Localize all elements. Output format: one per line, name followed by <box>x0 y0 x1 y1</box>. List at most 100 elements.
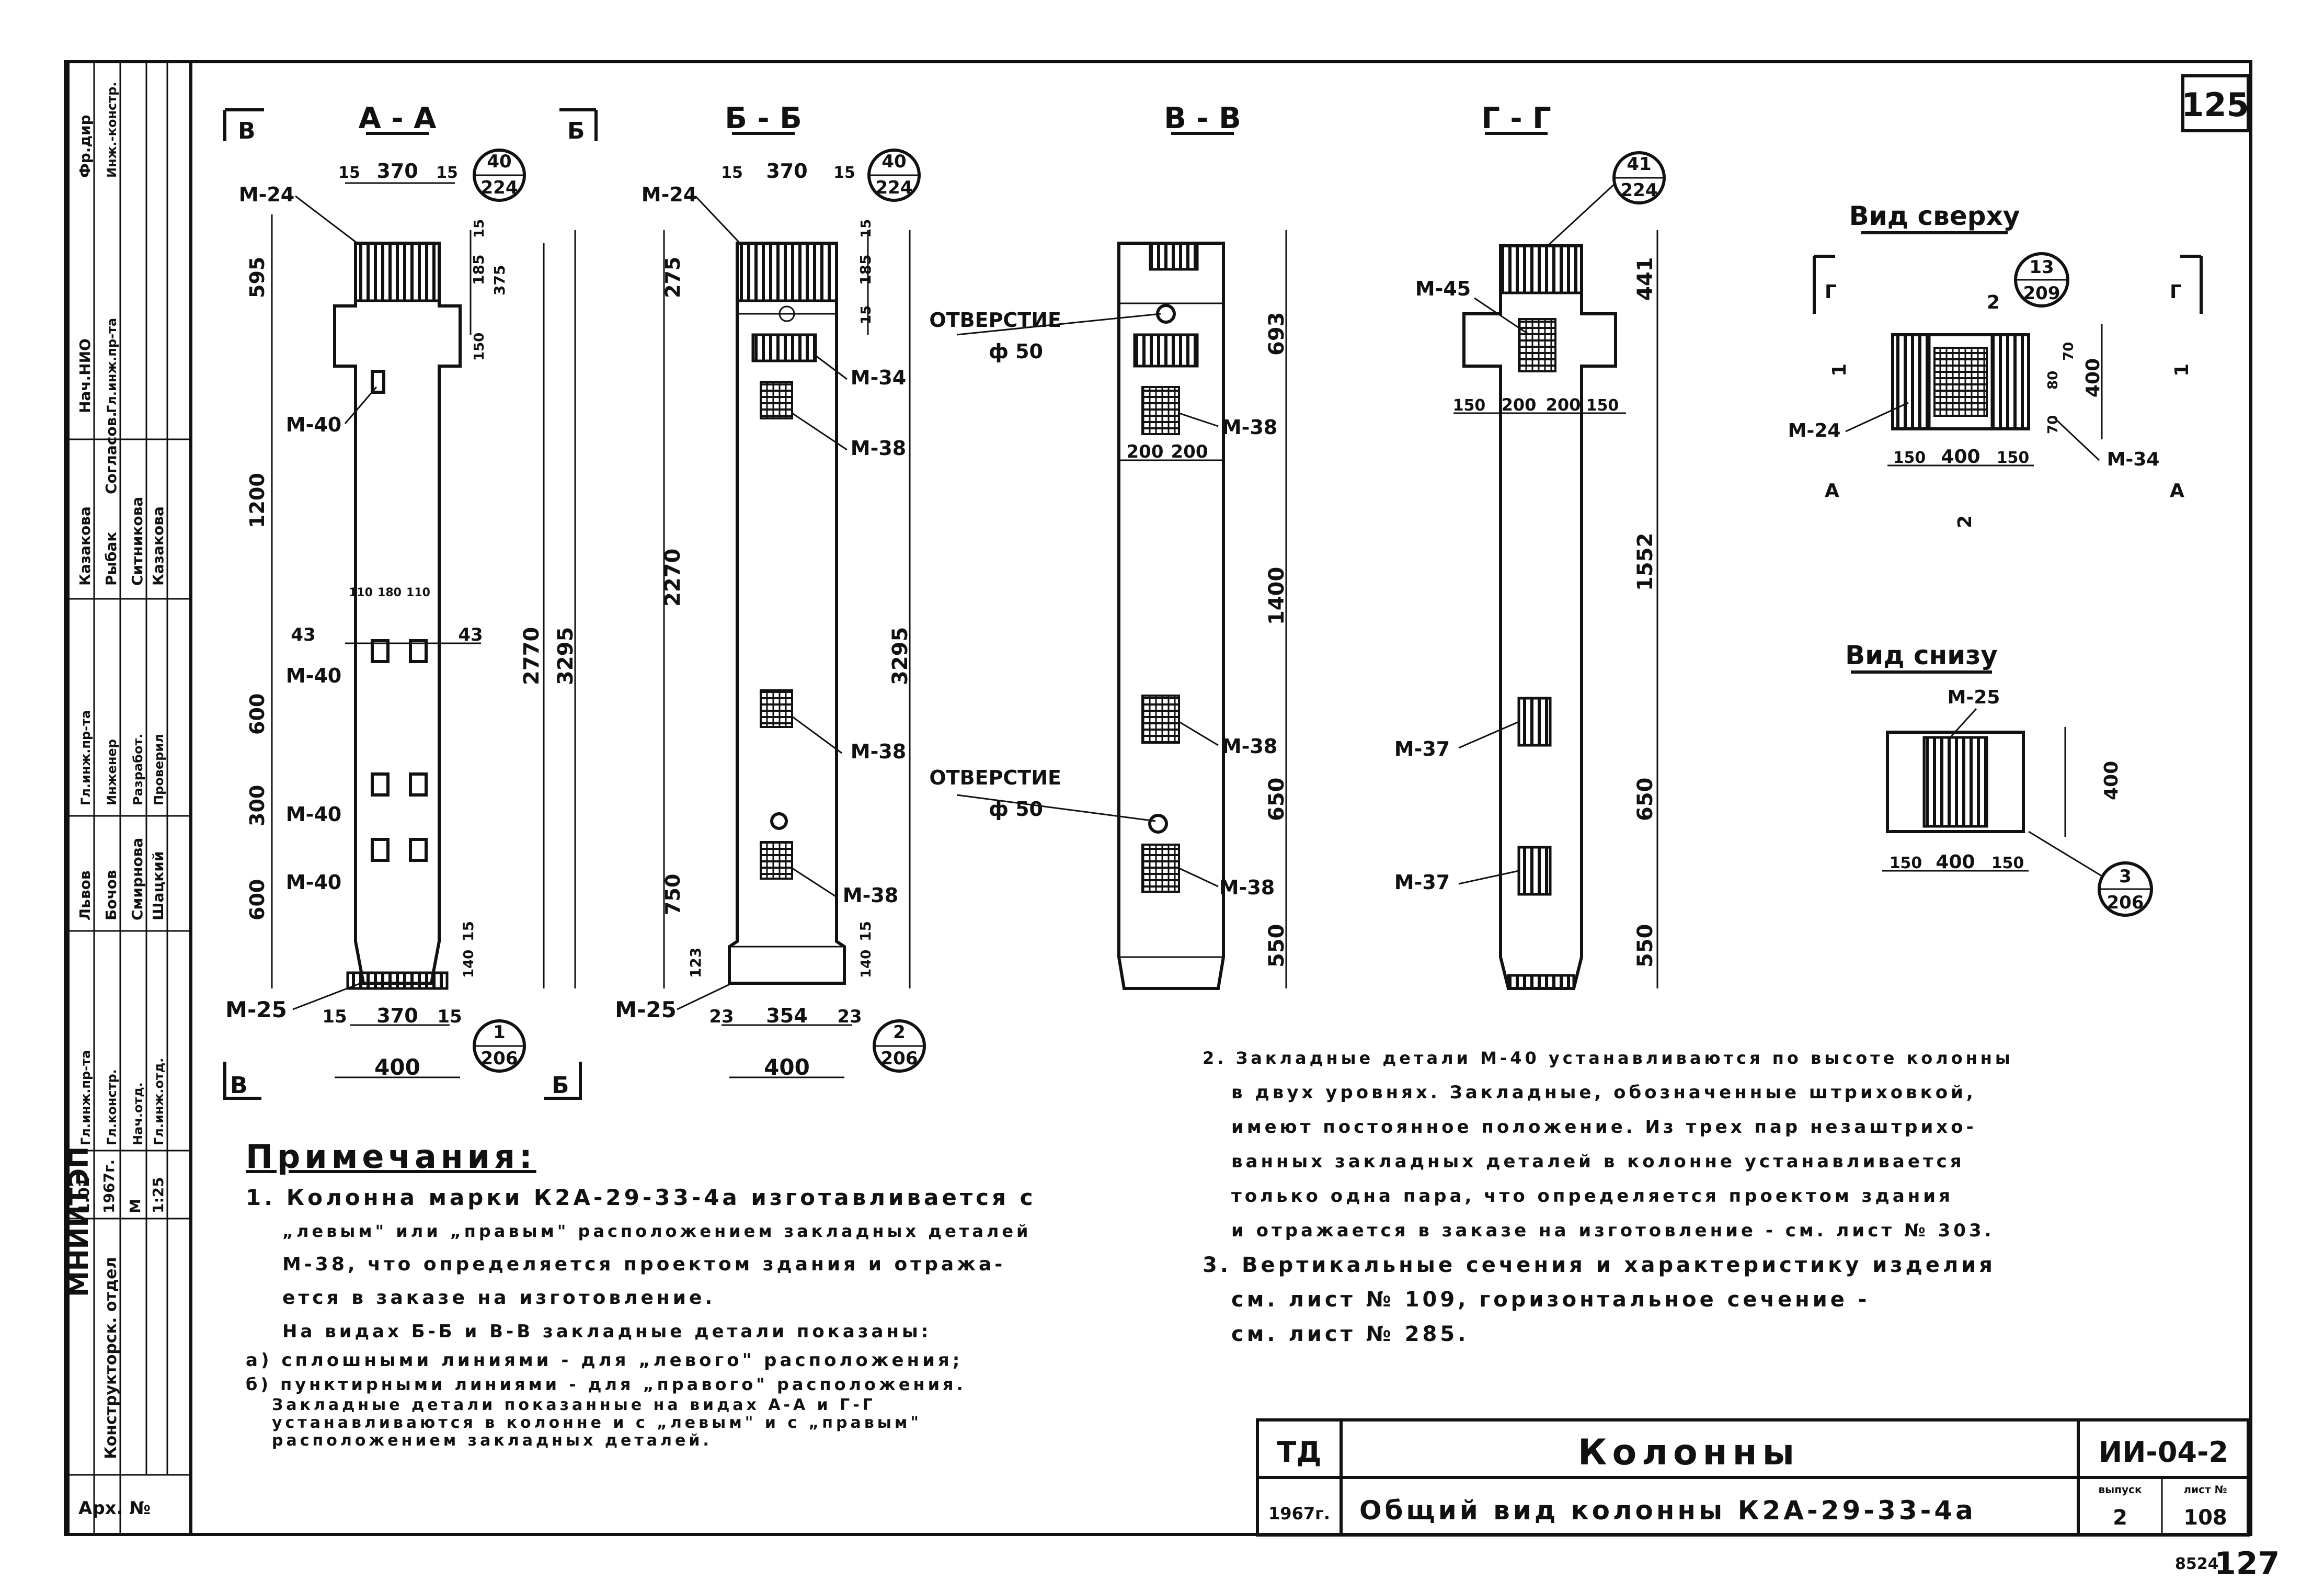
svg-text:А: А <box>2170 480 2184 502</box>
svg-text:200: 200 <box>1127 441 1164 462</box>
svg-text:23: 23 <box>709 1006 734 1027</box>
svg-text:550: 550 <box>1633 924 1657 968</box>
note-line: и отражается в заказе на изготовление - … <box>1231 1220 1995 1241</box>
svg-text:М-25: М-25 <box>1948 687 2000 708</box>
svg-text:1: 1 <box>1829 363 1850 377</box>
bottom-view-title: Вид снизу <box>1845 640 1998 670</box>
svg-text:150: 150 <box>1453 396 1486 415</box>
svg-text:М-38: М-38 <box>1219 876 1275 899</box>
svg-text:185: 185 <box>470 255 487 285</box>
svg-text:М-38: М-38 <box>843 884 898 907</box>
svg-text:15: 15 <box>436 164 458 182</box>
svg-text:Фр.дир: Фр.дир <box>76 115 94 178</box>
top-view: Вид сверху Г Г 2 2 1 1 А А 13 209 150 40… <box>1788 201 2203 528</box>
svg-text:1400: 1400 <box>1265 567 1289 625</box>
svg-text:Нач.НИО: Нач.НИО <box>76 338 94 413</box>
svg-text:М-40: М-40 <box>286 413 341 436</box>
svg-text:40: 40 <box>487 151 511 172</box>
svg-text:185: 185 <box>857 255 874 285</box>
note-line: 1. Колонна марки К2А-29-33-4а изготавлив… <box>246 1185 1036 1210</box>
sheet-frame <box>64 60 2252 1536</box>
svg-text:Б: Б <box>567 118 585 144</box>
svg-text:15: 15 <box>858 219 874 238</box>
svg-text:Гл.инж.пр-та: Гл.инж.пр-та <box>105 318 119 413</box>
svg-text:400: 400 <box>764 1054 810 1080</box>
svg-text:200: 200 <box>1171 441 1208 462</box>
section-aa: А - А В Б 40 224 1 206 15 370 15 15 370 <box>223 101 598 1100</box>
svg-text:15: 15 <box>721 164 743 182</box>
svg-text:400: 400 <box>2101 761 2122 800</box>
note-line: „левым" или „правым" расположением закла… <box>282 1221 1032 1241</box>
svg-text:441: 441 <box>1633 257 1657 301</box>
note-line: 2. Закладные детали М-40 устанавливаются… <box>1203 1048 2013 1068</box>
svg-text:70: 70 <box>2045 415 2061 434</box>
svg-text:400: 400 <box>2082 358 2104 397</box>
note-line: имеют постоянное положение. Из трех пар … <box>1231 1117 1977 1138</box>
svg-text:лист №: лист № <box>2183 1483 2227 1496</box>
svg-text:М-40: М-40 <box>286 803 341 826</box>
note-line: М-38, что определяется проектом здания и… <box>282 1254 1006 1275</box>
svg-text:15: 15 <box>858 305 874 324</box>
svg-text:Инж.-констр.: Инж.-констр. <box>105 82 119 178</box>
svg-text:110: 110 <box>406 586 430 599</box>
svg-text:1552: 1552 <box>1633 533 1657 591</box>
section-vv-title: В - В <box>1164 101 1241 135</box>
svg-text:Шацкий: Шацкий <box>150 851 167 920</box>
svg-text:М-25: М-25 <box>225 997 287 1022</box>
svg-text:150: 150 <box>1893 449 1926 467</box>
svg-text:Гл.инж.пр-та: Гл.инж.пр-та <box>78 1050 93 1145</box>
svg-text:Гл.констр.: Гл.констр. <box>105 1069 119 1145</box>
note-line: б) пунктирными линиями - для „правого" р… <box>246 1374 966 1394</box>
svg-text:1967г.: 1967г. <box>100 1159 118 1213</box>
note-line: Закладные детали показанные на видах А-А… <box>272 1396 876 1414</box>
svg-text:370: 370 <box>376 1004 418 1027</box>
svg-text:ф 50: ф 50 <box>989 798 1043 821</box>
svg-text:М-38: М-38 <box>1222 735 1277 758</box>
svg-text:М-38: М-38 <box>851 437 906 460</box>
svg-text:180: 180 <box>377 586 402 599</box>
note-line: ется в заказе на изготовление. <box>282 1287 716 1309</box>
side-stamp: МНИИТЭП Конструкторск. отдел Арх. № 1.01… <box>64 60 192 1536</box>
svg-text:2: 2 <box>1954 515 1976 528</box>
svg-text:224: 224 <box>876 177 913 198</box>
bottom-mark-1: 8524 <box>2175 1555 2219 1573</box>
svg-text:Г: Г <box>2170 281 2182 303</box>
svg-text:Инженер: Инженер <box>105 739 119 805</box>
svg-text:М-24: М-24 <box>1788 420 1841 441</box>
svg-text:В: В <box>238 118 256 144</box>
note-line: На видах Б-Б и В-В закладные детали пока… <box>282 1321 932 1342</box>
note-line: только одна пара, что определяется проек… <box>1231 1186 1953 1207</box>
stamp-org: МНИИТЭП <box>64 1146 94 1297</box>
svg-text:550: 550 <box>1265 924 1289 968</box>
title-subtitle: Общий вид колонны К2А-29-33-4а <box>1359 1495 1976 1526</box>
svg-text:Проверил: Проверил <box>152 734 166 805</box>
stamp-archive: Арх. № <box>78 1498 151 1519</box>
svg-text:206: 206 <box>2107 892 2144 913</box>
svg-text:Казакова: Казакова <box>150 506 167 586</box>
svg-text:150: 150 <box>1991 854 2024 872</box>
svg-text:М-37: М-37 <box>1394 737 1450 760</box>
svg-text:200: 200 <box>1502 395 1537 415</box>
svg-text:140: 140 <box>858 950 874 978</box>
section-bb: Б - Б 40 224 2 206 15 370 15 23 354 23 4… <box>615 101 926 1080</box>
svg-text:3295: 3295 <box>888 627 912 685</box>
svg-text:43: 43 <box>458 624 483 645</box>
svg-text:М-24: М-24 <box>642 183 697 206</box>
svg-text:3295: 3295 <box>554 627 578 685</box>
svg-text:Гл.инж.отд.: Гл.инж.отд. <box>152 1058 166 1145</box>
svg-text:15: 15 <box>472 219 487 238</box>
svg-text:150: 150 <box>1586 396 1619 415</box>
svg-text:400: 400 <box>374 1054 420 1080</box>
svg-text:650: 650 <box>1265 778 1289 822</box>
svg-text:М-38: М-38 <box>1222 416 1277 439</box>
svg-text:123: 123 <box>687 948 704 978</box>
svg-text:300: 300 <box>246 785 269 826</box>
title-block: ТД 1967г. Колонны Общий вид колонны К2А-… <box>1256 1418 2250 1537</box>
svg-text:2: 2 <box>893 1022 906 1043</box>
svg-text:1: 1 <box>493 1022 506 1043</box>
svg-text:150: 150 <box>472 333 487 361</box>
svg-text:М-34: М-34 <box>2107 449 2160 470</box>
svg-text:Нач.отд.: Нач.отд. <box>131 1082 145 1145</box>
bottom-mark-2: 127 <box>2214 1545 2280 1582</box>
svg-text:206: 206 <box>481 1048 518 1069</box>
